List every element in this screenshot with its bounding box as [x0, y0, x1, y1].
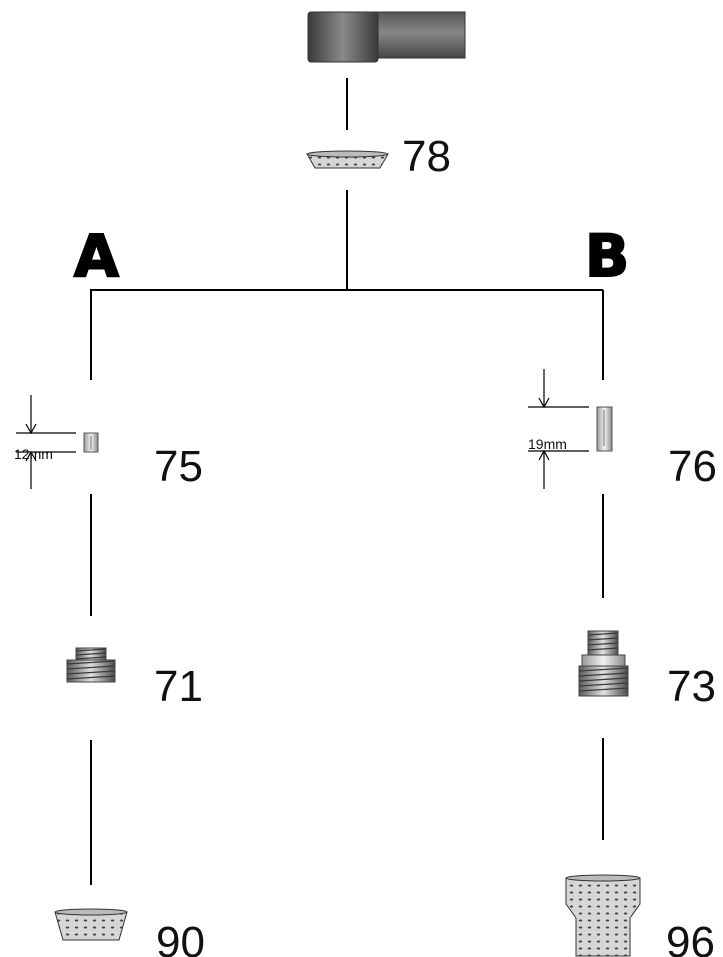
adapter-73-part: [578, 630, 629, 697]
insert-75-part: [83, 432, 99, 453]
part-number-76: 76: [668, 442, 717, 491]
dimension-label-19mm: 19mm: [528, 436, 567, 452]
washer-78-part: [306, 150, 389, 169]
part-number-73: 73: [667, 662, 716, 711]
dimension-label-12mm: 12mm: [14, 446, 53, 462]
part-number-96: 96: [666, 918, 715, 957]
insert-76-part: [596, 406, 613, 452]
nozzle-96-part: [565, 874, 641, 957]
dimension-19mm: [528, 369, 589, 489]
part-number-90: 90: [156, 918, 205, 957]
part-number-75: 75: [154, 442, 203, 491]
part-number-71: 71: [154, 662, 203, 711]
nozzle-90-part: [54, 908, 128, 941]
part-number-78: 78: [402, 132, 451, 181]
handpiece-head: [307, 11, 466, 63]
adapter-71-part: [66, 647, 116, 683]
dimension-12mm: [16, 395, 76, 489]
branch-label-a: A: [74, 222, 119, 290]
branch-label-b: B: [585, 222, 629, 290]
